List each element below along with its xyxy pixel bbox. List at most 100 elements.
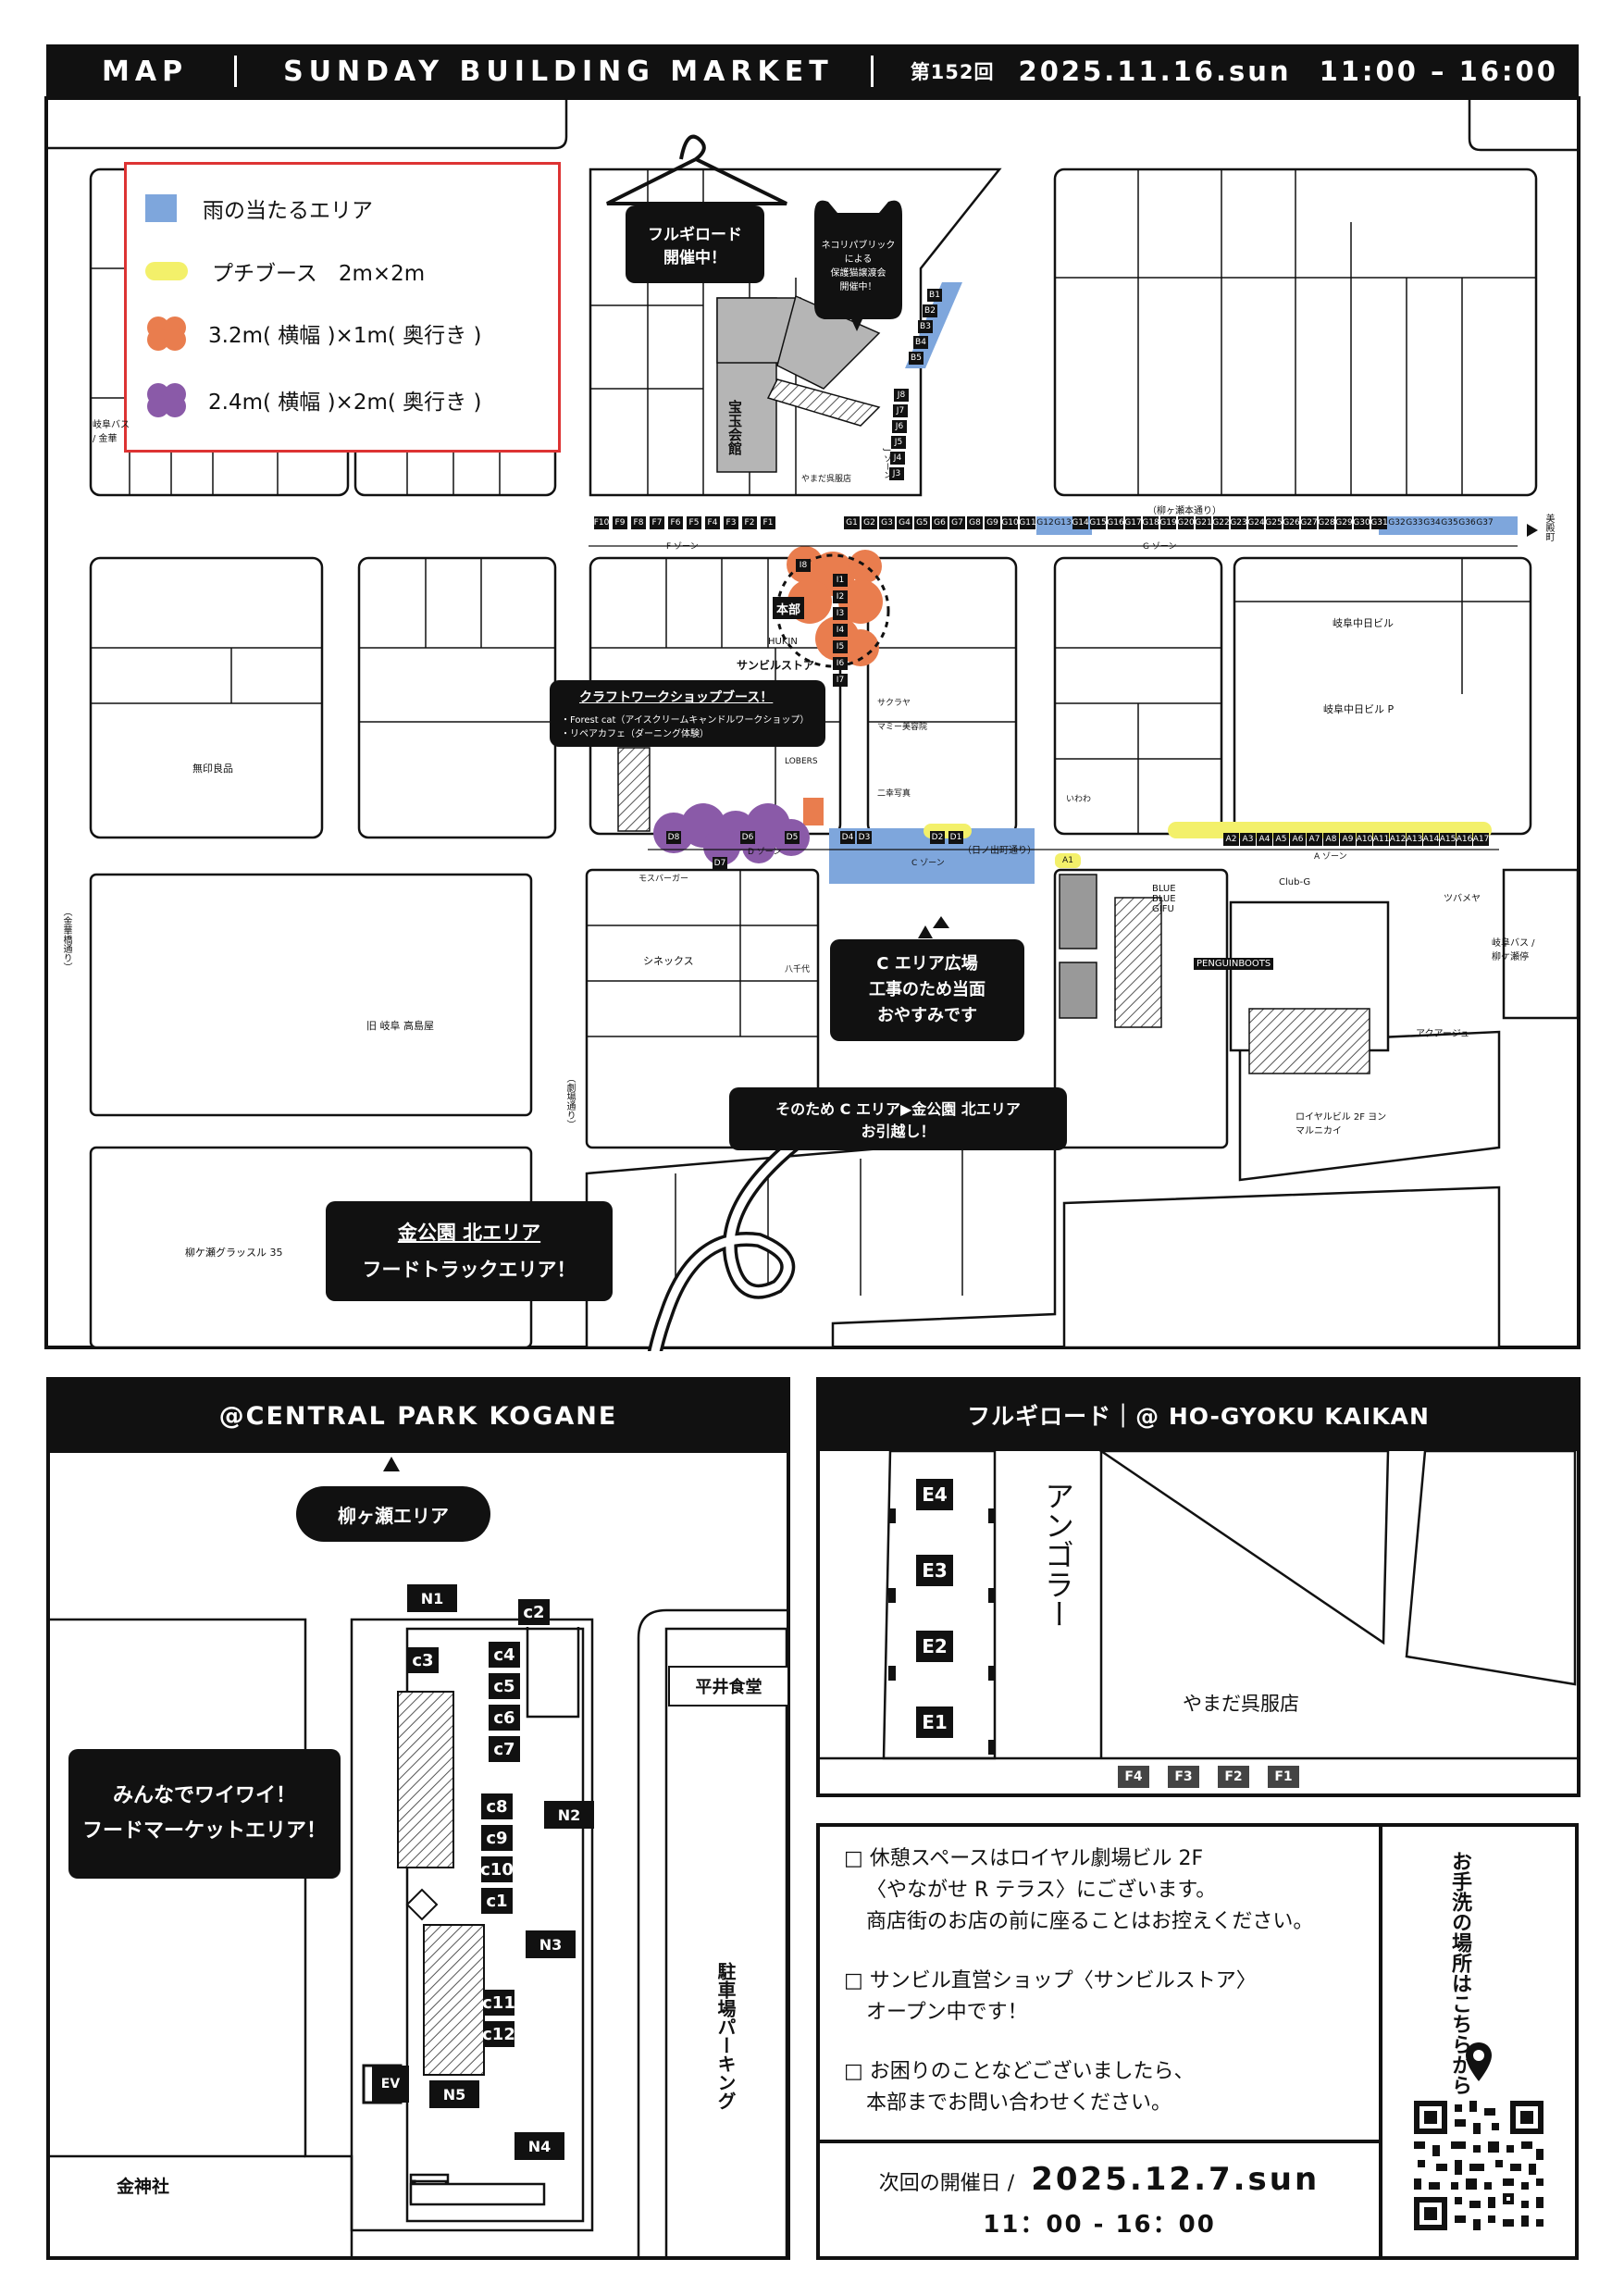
stall-a5[interactable]: A5 — [1273, 833, 1289, 846]
stall-g10[interactable]: G10 — [1001, 516, 1019, 529]
stall-d4[interactable]: D4 — [840, 831, 855, 844]
stall-d7[interactable]: D7 — [713, 857, 727, 870]
stall-i4[interactable]: I4 — [833, 624, 848, 637]
stall-b5[interactable]: B5 — [909, 352, 924, 365]
stall-c8[interactable]: c8 — [481, 1793, 513, 1819]
stall-f2[interactable]: F2 — [1218, 1766, 1249, 1788]
stall-n1[interactable]: N1 — [407, 1584, 457, 1612]
stall-f2[interactable]: F2 — [742, 516, 757, 529]
stall-f6[interactable]: F6 — [668, 516, 683, 529]
stall-b1[interactable]: B1 — [927, 289, 942, 302]
stall-f9[interactable]: F9 — [613, 516, 627, 529]
qr-code[interactable] — [1414, 2101, 1543, 2230]
stall-g8[interactable]: G8 — [967, 516, 983, 529]
stall-n3[interactable]: N3 — [526, 1930, 576, 1958]
stall-a14[interactable]: A14 — [1422, 833, 1440, 846]
stall-d5[interactable]: D5 — [785, 831, 800, 844]
stall-g4[interactable]: G4 — [897, 516, 912, 529]
stall-g13[interactable]: G13 — [1054, 516, 1072, 529]
stall-g24[interactable]: G24 — [1247, 516, 1265, 529]
stall-b4[interactable]: B4 — [913, 336, 928, 349]
stall-c11[interactable]: c11 — [482, 1990, 515, 2016]
stall-g5[interactable]: G5 — [914, 516, 930, 529]
stall-g31[interactable]: G31 — [1370, 516, 1388, 529]
stall-d8[interactable]: D8 — [666, 831, 681, 844]
stall-g30[interactable]: G30 — [1353, 516, 1370, 529]
stall-a6[interactable]: A6 — [1290, 833, 1306, 846]
stall-c10[interactable]: c10 — [480, 1856, 514, 1882]
stall-g7[interactable]: G7 — [949, 516, 965, 529]
stall-a4[interactable]: A4 — [1257, 833, 1272, 846]
stall-d6[interactable]: D6 — [740, 831, 755, 844]
stall-g26[interactable]: G26 — [1283, 516, 1300, 529]
stall-a2[interactable]: A2 — [1223, 833, 1239, 846]
stall-a13[interactable]: A13 — [1406, 833, 1423, 846]
stall-n2[interactable]: N2 — [544, 1801, 594, 1829]
stall-a10[interactable]: A10 — [1356, 833, 1373, 846]
stall-a16[interactable]: A16 — [1456, 833, 1473, 846]
stall-f3[interactable]: F3 — [1168, 1766, 1199, 1788]
stall-c12[interactable]: c12 — [482, 2021, 515, 2047]
stall-g6[interactable]: G6 — [932, 516, 948, 529]
stall-e1[interactable]: E1 — [916, 1706, 953, 1738]
stall-a15[interactable]: A15 — [1439, 833, 1457, 846]
stall-g15[interactable]: G15 — [1089, 516, 1107, 529]
stall-g11[interactable]: G11 — [1019, 516, 1036, 529]
stall-g9[interactable]: G9 — [985, 516, 1000, 529]
stall-i6[interactable]: I6 — [833, 657, 848, 670]
stall-c3[interactable]: c3 — [407, 1647, 439, 1673]
stall-g21[interactable]: G21 — [1195, 516, 1212, 529]
stall-f1[interactable]: F1 — [1268, 1766, 1299, 1788]
stall-a3[interactable]: A3 — [1240, 833, 1256, 846]
stall-a9[interactable]: A9 — [1340, 833, 1356, 846]
stall-a7[interactable]: A7 — [1307, 833, 1322, 846]
stall-g3[interactable]: G3 — [879, 516, 895, 529]
stall-g1[interactable]: G1 — [844, 516, 860, 529]
stall-c4[interactable]: c4 — [489, 1642, 520, 1668]
stall-g16[interactable]: G16 — [1107, 516, 1124, 529]
stall-g29[interactable]: G29 — [1335, 516, 1353, 529]
stall-g22[interactable]: G22 — [1212, 516, 1230, 529]
stall-e2[interactable]: E2 — [916, 1631, 953, 1662]
stall-i5[interactable]: I5 — [833, 640, 848, 653]
stall-c7[interactable]: c7 — [489, 1736, 520, 1762]
stall-c2[interactable]: c2 — [518, 1599, 550, 1625]
stall-b2[interactable]: B2 — [923, 304, 937, 317]
stall-g34[interactable]: G34 — [1423, 516, 1441, 529]
stall-i7[interactable]: I7 — [833, 674, 848, 687]
stall-f4[interactable]: F4 — [705, 516, 720, 529]
stall-e4[interactable]: E4 — [916, 1479, 953, 1510]
stall-g12[interactable]: G12 — [1036, 516, 1054, 529]
stall-g28[interactable]: G28 — [1318, 516, 1335, 529]
stall-f5[interactable]: F5 — [687, 516, 701, 529]
stall-g35[interactable]: G35 — [1441, 516, 1458, 529]
stall-f7[interactable]: F7 — [650, 516, 664, 529]
stall-c1[interactable]: c1 — [481, 1888, 513, 1914]
stall-d2[interactable]: D2 — [930, 831, 945, 844]
stall-d1[interactable]: D1 — [948, 831, 963, 844]
stall-g37[interactable]: G37 — [1476, 516, 1494, 529]
stall-g23[interactable]: G23 — [1230, 516, 1247, 529]
stall-c6[interactable]: c6 — [489, 1705, 520, 1731]
stall-j3[interactable]: J3 — [889, 467, 904, 480]
stall-i1[interactable]: I1 — [833, 574, 848, 587]
stall-f1[interactable]: F1 — [761, 516, 775, 529]
stall-f8[interactable]: F8 — [631, 516, 646, 529]
stall-g25[interactable]: G25 — [1265, 516, 1283, 529]
stall-i8[interactable]: I8 — [796, 559, 811, 572]
stall-i3[interactable]: I3 — [833, 607, 848, 620]
stall-i2[interactable]: I2 — [833, 590, 848, 603]
stall-d3[interactable]: D3 — [857, 831, 872, 844]
stall-j7[interactable]: J7 — [893, 404, 908, 417]
stall-g27[interactable]: G27 — [1300, 516, 1318, 529]
stall-n5[interactable]: N5 — [429, 2080, 479, 2108]
stall-a1[interactable]: A1 — [1060, 854, 1076, 867]
stall-e3[interactable]: E3 — [916, 1555, 953, 1586]
stall-a12[interactable]: A12 — [1389, 833, 1407, 846]
stall-j6[interactable]: J6 — [892, 420, 907, 433]
stall-j5[interactable]: J5 — [891, 436, 906, 449]
stall-g36[interactable]: G36 — [1458, 516, 1476, 529]
stall-a11[interactable]: A11 — [1372, 833, 1390, 846]
stall-g17[interactable]: G17 — [1124, 516, 1142, 529]
stall-g33[interactable]: G33 — [1406, 516, 1423, 529]
